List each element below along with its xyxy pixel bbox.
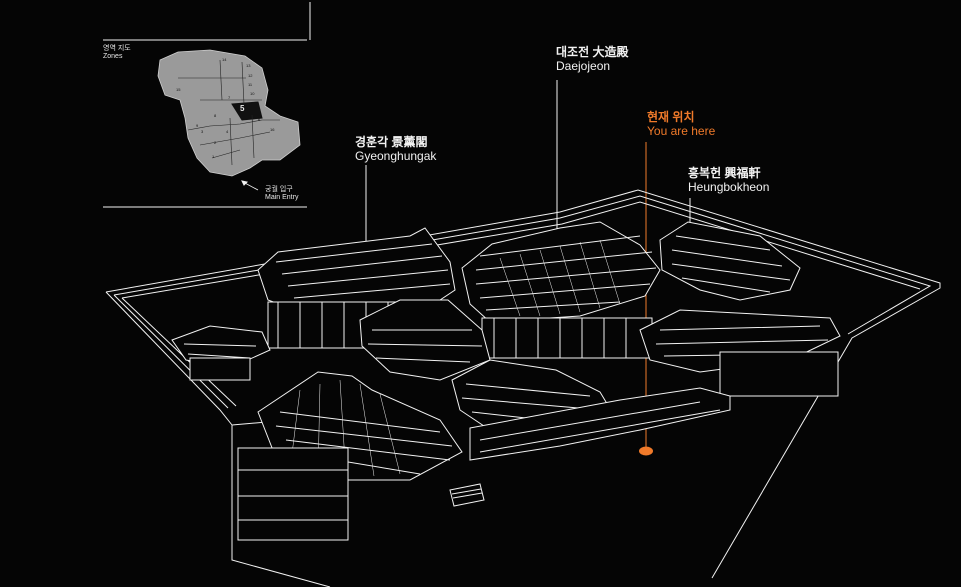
zone-number: 12 [248,73,253,78]
daejojeon-ko: 대조전 大造殿 [556,45,629,59]
heungbokheon-ko: 흥복헌 興福軒 [688,166,761,180]
zone-number: 1 [212,154,215,159]
zone-current [231,101,263,121]
zone-number: 6 [258,117,261,122]
main-entry-label: 궁궐 입구 Main Entry [265,186,298,203]
zone-number: 13 [246,63,251,68]
zone-number: 8 [214,113,217,118]
zone-number: 15 [176,87,181,92]
wall-east-wing [719,351,839,397]
you-are-here-ko: 현재 위치 [647,110,695,124]
inset-map [103,39,307,208]
zone-number: 9 [196,123,199,128]
roof-daejojeon [461,221,661,323]
steps [449,483,485,507]
roof-center-left [359,299,491,381]
zone-number: 3 [201,129,204,134]
inset-title-ko: 영역 지도 [103,45,131,52]
inset-map-title: 영역 지도 Zones [103,45,131,62]
wall-front-left [237,447,349,541]
daejojeon-en: Daejojeon [556,58,611,73]
main-entry-ko: 궁궐 입구 [265,186,293,193]
buildings [171,221,841,541]
you-are-here-marker [639,446,653,456]
zone-number: 2 [214,140,217,145]
wall-left-small [189,357,251,381]
zone-number: 14 [222,57,227,62]
gyeonghungak-en: Gyeonghungak [355,148,437,163]
current-zone-number: 5 [240,104,245,113]
label-daejojeon: 대조전 大造殿 Daejojeon [556,45,629,74]
label-gyeonghungak: 경훈각 景薰閣 Gyeonghungak [355,135,437,164]
zone-number: 7 [228,95,231,100]
zone-number: 4 [226,129,229,134]
you-are-here-en: You are here [647,123,716,138]
zone-number: 16 [270,127,275,132]
heungbokheon-en: Heungbokheon [688,179,770,194]
zones-outline [157,49,301,177]
inset-title-en: Zones [103,53,123,61]
label-heungbokheon: 흥복헌 興福軒 Heungbokheon [688,166,770,195]
gyeonghungak-ko: 경훈각 景薰閣 [355,135,428,149]
main-entry-en: Main Entry [265,194,299,202]
roof-gyeonghungak [257,227,456,313]
zone-number: 10 [250,91,255,96]
zone-number: 11 [248,82,253,87]
label-you-are-here: 현재 위치 You are here [647,110,716,139]
